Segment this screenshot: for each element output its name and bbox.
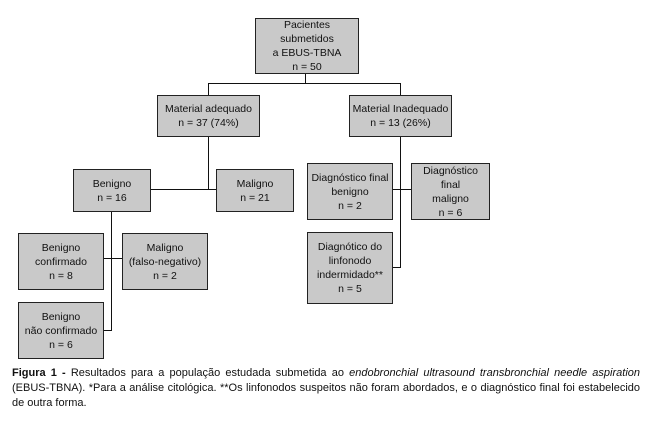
node-count: n = 50: [292, 61, 322, 73]
connector: [392, 267, 401, 268]
node-text: Maligno: [146, 241, 184, 254]
node-text: Diagnóstico final: [311, 171, 389, 184]
node-count: n = 6: [49, 338, 73, 351]
node-count: n = 16: [97, 191, 127, 204]
node-text: Pacientes submetidos: [280, 19, 334, 45]
node-text: Material adequado: [165, 103, 252, 115]
node-text: Benigno: [41, 310, 81, 323]
connector: [400, 83, 401, 95]
node-benigno-nao-confirmado: Benigno não confirmado n = 6: [18, 302, 104, 359]
caption-text: Resultados para a população estudada sub…: [65, 367, 350, 379]
node-text: Maligno: [236, 177, 274, 190]
figure-caption: Figura 1 - Resultados para a população e…: [12, 366, 640, 411]
node-diagnostico-final-maligno: Diagnóstico final maligno n = 6: [411, 163, 490, 220]
node-text: Diagnótico do: [317, 241, 383, 253]
node-maligno: Maligno n = 21: [216, 169, 294, 212]
node-count: n = 8: [49, 269, 73, 282]
node-count: n = 6: [438, 206, 463, 219]
connector: [111, 211, 112, 330]
node-count: n = 13 (26%): [370, 117, 431, 129]
caption-label: Figura 1 -: [12, 367, 66, 379]
connector: [305, 73, 306, 83]
connector: [392, 189, 411, 190]
node-material-inadequado: Material Inadequado n = 13 (26%): [349, 95, 452, 137]
node-count: n = 2: [338, 199, 362, 212]
connector: [103, 330, 112, 331]
connector: [208, 83, 209, 95]
node-text: (falso-negativo): [128, 255, 202, 268]
node-count: n = 5: [338, 283, 362, 295]
node-text: benigno: [331, 185, 369, 198]
caption-text: (EBUS-TBNA). *Para a análise citológica.…: [12, 382, 640, 409]
node-root: Pacientes submetidos a EBUS-TBNA n = 50: [255, 18, 359, 74]
node-count: n = 21: [240, 191, 270, 204]
node-count: n = 37 (74%): [178, 117, 239, 129]
node-text: linfonodo: [328, 255, 372, 267]
node-text: a EBUS-TBNA: [272, 47, 342, 59]
node-benigno-confirmado: Benigno confirmado n = 8: [18, 233, 104, 290]
node-text: indermidado**: [317, 269, 383, 281]
connector: [400, 136, 401, 268]
node-text: Diagnóstico final: [423, 164, 478, 191]
node-text: Benigno: [92, 177, 132, 190]
node-diagnostico-final-benigno: Diagnóstico final benigno n = 2: [307, 163, 393, 220]
node-linfonodo-indeterminado: Diagnótico do linfonodo indermidado** n …: [307, 232, 393, 304]
connector: [208, 136, 209, 189]
node-text: Material Inadequado: [352, 103, 449, 115]
node-maligno-falso-negativo: Maligno (falso-negativo) n = 2: [122, 233, 208, 290]
node-text: maligno: [432, 192, 469, 205]
node-benigno: Benigno n = 16: [73, 169, 151, 212]
node-count: n = 2: [153, 269, 177, 282]
node-text: confirmado: [35, 255, 87, 268]
connector: [103, 258, 122, 259]
connector: [208, 83, 401, 84]
caption-italic: endobronchial ultrasound transbronchial …: [349, 367, 640, 379]
node-material-adequado: Material adequado n = 37 (74%): [157, 95, 260, 137]
connector: [150, 189, 216, 190]
node-text: não confirmado: [24, 324, 98, 337]
node-text: Benigno: [41, 241, 81, 254]
